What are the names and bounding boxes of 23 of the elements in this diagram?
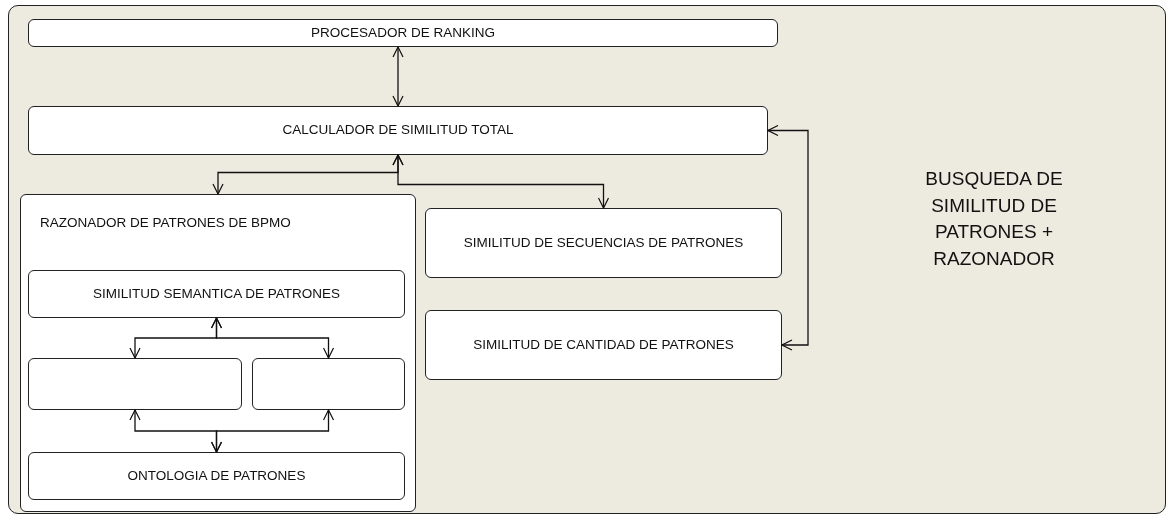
connector-arrow bbox=[767, 124, 809, 351]
box-label: SIMILITUD DE SECUENCIAS DE PATRONES bbox=[462, 233, 745, 252]
box-label: ONTOLOGIA DE PATRONES bbox=[126, 466, 307, 485]
container-panel bbox=[8, 5, 1166, 514]
group-box bbox=[20, 194, 416, 512]
connector-arrow bbox=[210, 317, 335, 359]
box-label: CALCULADOR DE SIMILITUD TOTAL bbox=[281, 121, 515, 140]
group-title: RAZONADOR DE PATRONES DE BPMO bbox=[40, 215, 291, 230]
box-label: PROCESADOR DE RANKING bbox=[310, 23, 496, 42]
process-box bbox=[425, 310, 782, 380]
box-label: SIMILITUD SEMANTICA DE PATRONES bbox=[91, 284, 341, 303]
process-box bbox=[425, 208, 782, 278]
empty-box bbox=[252, 358, 405, 410]
process-box bbox=[28, 19, 778, 47]
process-box bbox=[28, 270, 405, 318]
empty-box bbox=[28, 358, 242, 410]
box-label: SIMILITUD DE CANTIDAD DE PATRONES bbox=[472, 335, 735, 354]
process-box bbox=[28, 106, 768, 155]
panel-title: BUSQUEDA DE SIMILITUD DE PATRONES + RAZONADOR bbox=[924, 167, 1064, 271]
process-box bbox=[28, 452, 405, 500]
connector-arrow bbox=[392, 154, 610, 209]
connector-arrow bbox=[210, 409, 335, 453]
connector-arrow bbox=[392, 46, 404, 107]
